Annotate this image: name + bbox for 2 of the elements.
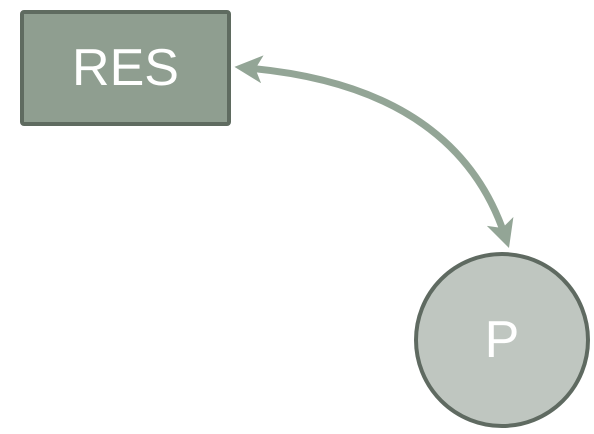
rect-node: RES: [20, 10, 231, 126]
double-arrow: [234, 56, 512, 248]
